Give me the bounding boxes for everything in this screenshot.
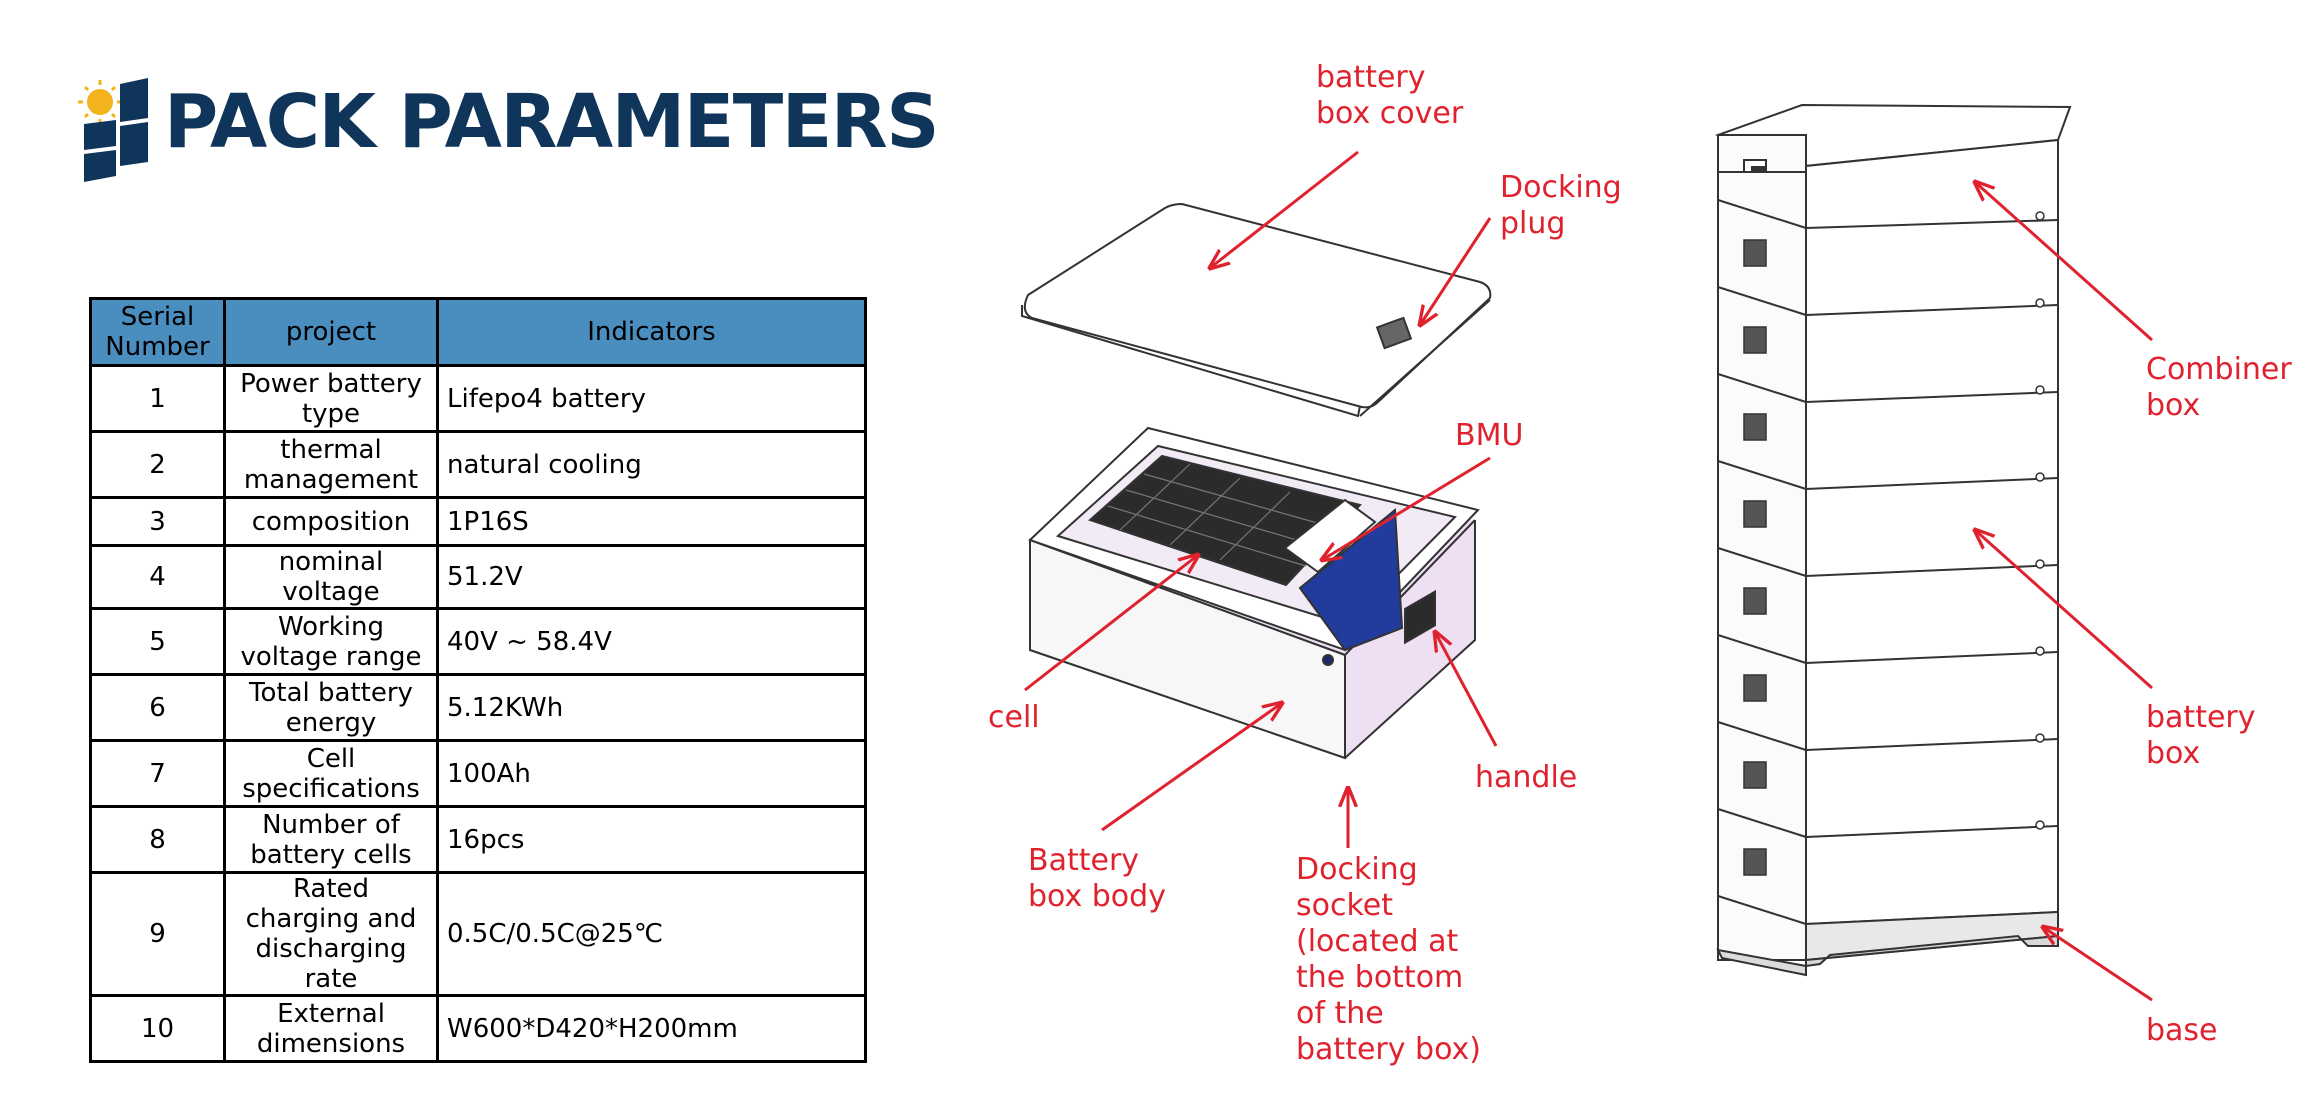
arrow-base [2043,927,2153,1002]
serial-number-cell: 8 [89,805,226,874]
arrow-battery-box-body [1101,703,1282,832]
label-handle: handle [1475,760,1578,795]
serial-number-cell: 10 [89,994,226,1063]
sun-solar-panel-icon [78,78,148,182]
indicator-cell: W600*D420*H200mm [436,994,867,1063]
arrow-handle [1435,632,1498,747]
project-cell: Working voltage range [223,607,439,676]
header-serial-number: Serial Number [89,297,226,367]
indicator-cell: 100Ah [436,739,867,808]
project-cell: Number of battery cells [223,805,439,874]
label-docking-socket: Docking socket (located at the bottom of… [1296,852,1481,1067]
battery-box-cover-drawing [1021,202,1492,418]
arrow-combiner-box [1975,182,2153,342]
table-header-row: Serial Number project Indicators [89,297,867,367]
arrow-battery-box [1975,530,2153,690]
label-base: base [2146,1013,2218,1048]
serial-number-cell: 9 [89,871,226,997]
project-cell: thermal management [223,430,439,499]
table-row: 8 Number of battery cells 16pcs [89,805,867,874]
battery-tower-drawing [1715,103,2072,977]
arrow-battery-box-cover [1210,150,1359,268]
project-cell: Rated charging and discharging rate [223,871,439,997]
header-indicators: Indicators [436,297,867,367]
serial-number-cell: 3 [89,496,226,547]
table-row: 7 Cell specifications 100Ah [89,739,867,808]
project-cell: Power battery type [223,364,439,433]
label-battery-box-body: Battery box body [1028,843,1166,914]
annotation-arrows [1024,150,2153,1002]
indicator-cell: 0.5C/0.5C@25℃ [436,871,867,997]
serial-number-cell: 6 [89,673,226,742]
indicator-cell: Lifepo4 battery [436,364,867,433]
label-battery-box: battery box [2146,700,2256,771]
table-row: 6 Total battery energy 5.12KWh [89,673,867,742]
indicator-cell: 40V ~ 58.4V [436,607,867,676]
table-row: 2 thermal management natural cooling [89,430,867,499]
label-bmu: BMU [1455,418,1524,453]
project-cell: Total battery energy [223,673,439,742]
arrow-bmu [1322,456,1491,560]
label-docking-plug: Docking plug [1500,170,1622,241]
indicator-cell: 5.12KWh [436,673,867,742]
table-row: 1 Power battery type Lifepo4 battery [89,364,867,433]
indicator-cell: 16pcs [436,805,867,874]
label-combiner-box: Combiner box [2146,352,2292,423]
project-cell: composition [223,496,439,547]
label-cell: cell [988,700,1040,735]
table-row: 10 External dimensions W600*D420*H200mm [89,994,867,1063]
label-battery-box-cover: battery box cover [1316,60,1464,131]
table-row: 4 nominal voltage 51.2V [89,544,867,610]
serial-number-cell: 5 [89,607,226,676]
serial-number-cell: 7 [89,739,226,808]
arrow-docking-plug [1420,217,1492,325]
serial-number-cell: 4 [89,544,226,610]
serial-number-cell: 1 [89,364,226,433]
pack-parameters-table: Serial Number project Indicators 1 Power… [89,297,867,1063]
indicator-cell: 51.2V [436,544,867,610]
table-row: 5 Working voltage range 40V ~ 58.4V [89,607,867,676]
serial-number-cell: 2 [89,430,226,499]
indicator-cell: natural cooling [436,430,867,499]
page-title: PACK PARAMETERS [164,79,940,165]
indicator-cell: 1P16S [436,496,867,547]
battery-box-body-drawing [1028,426,1480,760]
arrow-cell [1024,555,1198,692]
project-cell: Cell specifications [223,739,439,808]
table-row: 9 Rated charging and discharging rate 0.… [89,871,867,997]
project-cell: nominal voltage [223,544,439,610]
project-cell: External dimensions [223,994,439,1063]
header-project: project [223,297,439,367]
table-row: 3 composition 1P16S [89,496,867,547]
